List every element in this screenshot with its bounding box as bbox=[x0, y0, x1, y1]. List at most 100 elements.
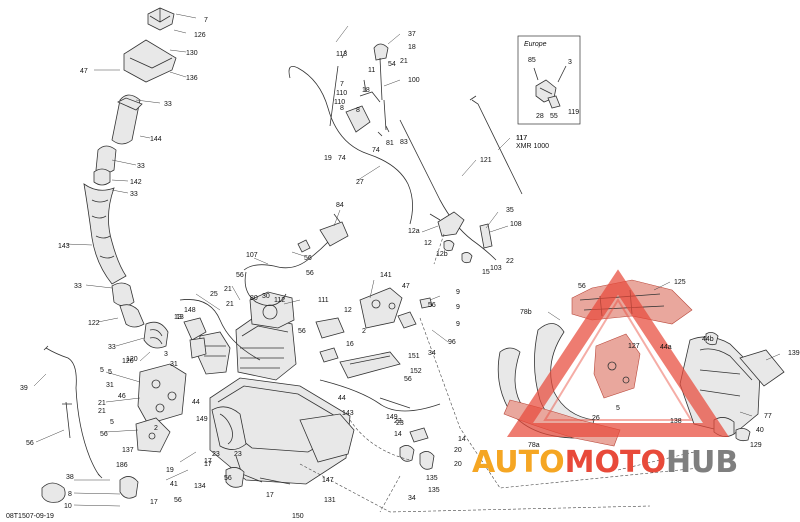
callout-119: 125 bbox=[674, 279, 686, 286]
callout-40: 148 bbox=[184, 307, 196, 314]
callout-75: 150 bbox=[292, 513, 304, 520]
callout-9: 33 bbox=[130, 191, 138, 198]
callout-45: 30 bbox=[262, 293, 270, 300]
callout-104: 12 bbox=[424, 240, 432, 247]
wiring-harness bbox=[243, 213, 349, 306]
callout-95: 74 bbox=[372, 147, 380, 154]
callout-96: 81 bbox=[386, 140, 394, 147]
callout-73: 147 bbox=[322, 477, 334, 484]
callout-42: 25 bbox=[210, 291, 218, 298]
callout-10: 143 bbox=[58, 243, 70, 250]
callout-131: 5 bbox=[616, 405, 620, 412]
callout-81: 13 bbox=[174, 314, 182, 321]
callout-115: 28 bbox=[536, 113, 544, 120]
callout-136: 20 bbox=[454, 447, 462, 454]
engine-block bbox=[179, 291, 355, 488]
callout-76: 134 bbox=[194, 483, 206, 490]
callout-84: 113 bbox=[336, 51, 347, 58]
callout-36: 41 bbox=[170, 481, 178, 488]
callout-21: 120 bbox=[126, 356, 138, 363]
callout-27: 5 bbox=[108, 369, 112, 376]
callout-99: 74 bbox=[338, 155, 346, 162]
callout-139: 135 bbox=[426, 475, 438, 482]
callout-87: 7 bbox=[340, 81, 344, 88]
callout-138: 23 bbox=[394, 418, 402, 425]
callout-12: 122 bbox=[88, 320, 100, 327]
callout-16: 56 bbox=[26, 440, 34, 447]
engine-left-mounts bbox=[135, 317, 207, 453]
callout-109: 103 bbox=[490, 265, 502, 272]
watermark-hub: HUB bbox=[666, 445, 738, 480]
callout-15: 39 bbox=[20, 385, 28, 392]
callout-71: 34 bbox=[408, 495, 416, 502]
callout-26: 13 bbox=[176, 314, 184, 321]
callout-129: 40 bbox=[756, 427, 764, 434]
callout-22: 5 bbox=[100, 367, 104, 374]
callout-72: 135 bbox=[428, 487, 440, 494]
callout-61: 151 bbox=[408, 353, 420, 360]
callout-63: 56 bbox=[404, 376, 412, 383]
callout-105: 12b bbox=[436, 251, 448, 258]
europe-inset: Europe bbox=[517, 35, 581, 125]
callout-38: 137 bbox=[122, 447, 134, 454]
callout-64: 149 bbox=[386, 414, 398, 421]
callout-17: 38 bbox=[66, 474, 74, 481]
callout-5: 33 bbox=[164, 101, 172, 108]
europe-label: Europe bbox=[524, 41, 547, 48]
callout-28: 46 bbox=[118, 393, 126, 400]
callout-43: 21 bbox=[226, 301, 234, 308]
callout-13: 33 bbox=[108, 344, 116, 351]
callout-6: 144 bbox=[150, 136, 162, 143]
automotohub-watermark: AUTOMOTOHUB bbox=[472, 269, 738, 480]
callout-110: 22 bbox=[506, 258, 514, 265]
callout-50: 56 bbox=[306, 270, 314, 277]
callout-66: 44 bbox=[338, 395, 346, 402]
callout-3: 136 bbox=[186, 75, 198, 82]
callout-83: 17 bbox=[204, 458, 212, 465]
callout-113: 85 bbox=[528, 57, 536, 64]
callout-47: 149 bbox=[196, 416, 208, 423]
callout-20: 17 bbox=[150, 499, 158, 506]
callout-121: 78b bbox=[520, 309, 532, 316]
callout-116: 55 bbox=[550, 113, 558, 120]
callout-103: 12a bbox=[408, 228, 420, 235]
callout-102: 8 bbox=[356, 107, 360, 114]
callout-46: 112 bbox=[274, 297, 285, 304]
upper-right-brackets bbox=[315, 287, 441, 470]
callout-126: 138 bbox=[670, 418, 682, 425]
callout-0: 7 bbox=[204, 17, 208, 24]
callout-59: 2 bbox=[362, 328, 366, 335]
callout-37: 56 bbox=[174, 497, 182, 504]
callout-7: 33 bbox=[137, 163, 145, 170]
callout-1: 126 bbox=[194, 32, 206, 39]
callout-127: 26 bbox=[592, 415, 600, 422]
callout-60: 34 bbox=[428, 350, 436, 357]
callout-117: 119 bbox=[568, 109, 579, 116]
callout-89: 21 bbox=[400, 58, 408, 65]
callout-48: 56 bbox=[236, 272, 244, 279]
callout-106: 35 bbox=[506, 207, 514, 214]
callout-134: 9 bbox=[456, 321, 460, 328]
callout-65: 143 bbox=[342, 410, 354, 417]
callout-49: 107 bbox=[246, 252, 258, 259]
callout-137: 56 bbox=[428, 302, 436, 309]
callout-98: 19 bbox=[324, 155, 332, 162]
callout-128: 77 bbox=[764, 413, 772, 420]
callout-91: 110 bbox=[336, 90, 347, 97]
callout-133: 9 bbox=[456, 304, 460, 311]
callout-54: 111 bbox=[318, 297, 329, 304]
callout-92: 18 bbox=[362, 87, 370, 94]
callout-30: 44 bbox=[192, 399, 200, 406]
callout-labels: 7 126 130 136 47 33 144 33 142 33 143 33… bbox=[20, 17, 800, 520]
callout-8: 142 bbox=[130, 179, 142, 186]
callout-35: 19 bbox=[166, 467, 174, 474]
relation-lines bbox=[299, 233, 701, 513]
callout-55: 141 bbox=[380, 272, 392, 279]
callout-51: 56 bbox=[304, 255, 312, 262]
callout-19: 10 bbox=[64, 503, 72, 510]
callout-69: 14 bbox=[458, 436, 466, 443]
callout-123: 44b bbox=[702, 336, 714, 343]
left-rod-assembly bbox=[41, 345, 139, 503]
callout-125: 78a bbox=[528, 442, 540, 449]
callout-86: 18 bbox=[408, 44, 416, 51]
